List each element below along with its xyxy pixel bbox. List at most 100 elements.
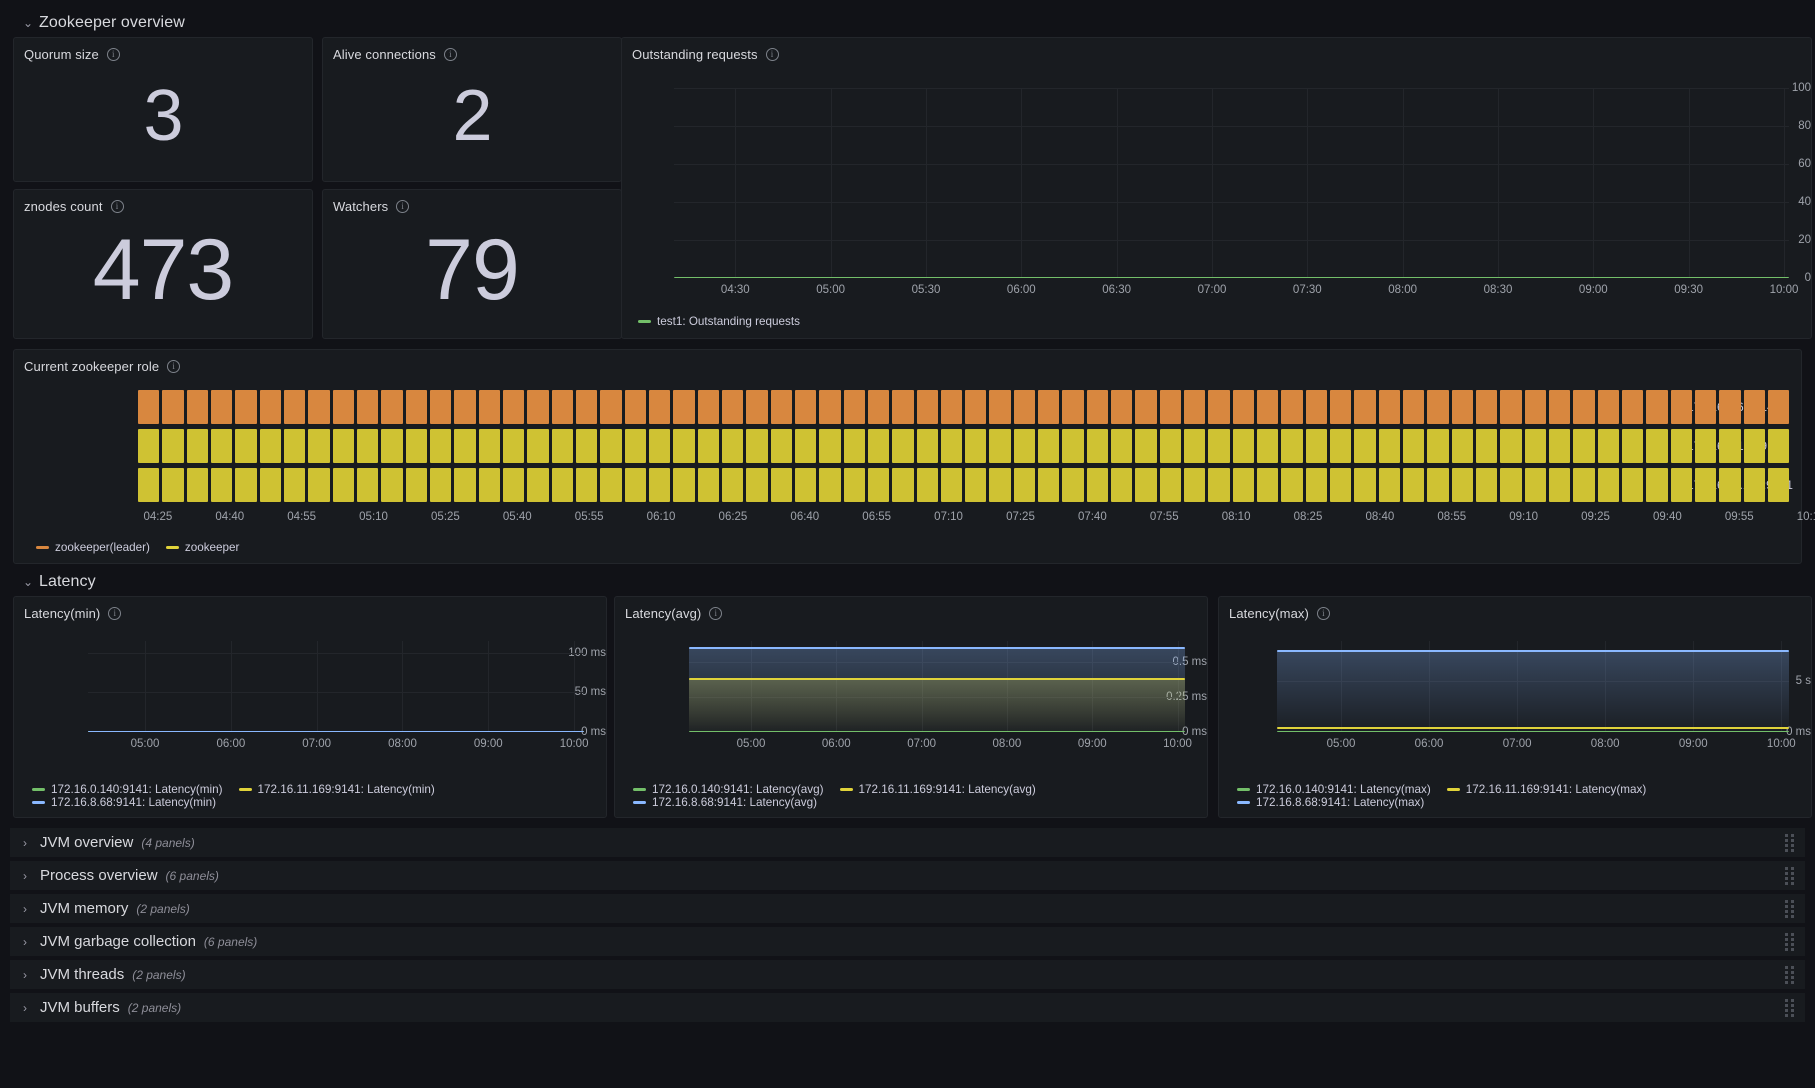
timeline-segment[interactable] xyxy=(819,390,841,424)
timeline-segment[interactable] xyxy=(575,390,598,424)
timeline-segment[interactable] xyxy=(673,429,695,463)
timeline-segment[interactable] xyxy=(186,390,208,424)
collapsed-row-jvm-garbage-collection[interactable]: ›JVM garbage collection(6 panels) xyxy=(10,927,1805,956)
timeline-segment[interactable] xyxy=(186,468,208,502)
timeline-segment[interactable] xyxy=(916,429,938,463)
timeline-segment[interactable] xyxy=(843,429,865,463)
timeline-segment[interactable] xyxy=(1038,429,1060,463)
timeline-segment[interactable] xyxy=(210,429,233,463)
timeline-segment[interactable] xyxy=(1500,429,1522,463)
timeline-segment[interactable] xyxy=(1208,429,1230,463)
timeline-segment[interactable] xyxy=(1427,468,1449,502)
timeline-segment[interactable] xyxy=(746,468,768,502)
timeline-segment[interactable] xyxy=(1695,390,1717,424)
timeline-segment[interactable] xyxy=(770,429,792,463)
timeline-segment[interactable] xyxy=(283,468,306,502)
timeline-segment[interactable] xyxy=(843,468,865,502)
timeline-segment[interactable] xyxy=(989,468,1011,502)
timeline-segment[interactable] xyxy=(356,468,379,502)
collapsed-row-jvm-buffers[interactable]: ›JVM buffers(2 panels) xyxy=(10,993,1805,1022)
timeline-segment[interactable] xyxy=(794,468,817,502)
legend-item[interactable]: 172.16.0.140:9141: Latency(avg) xyxy=(633,783,824,796)
legend-item[interactable]: 172.16.0.140:9141: Latency(min) xyxy=(32,783,223,796)
timeline-segment[interactable] xyxy=(1305,468,1328,502)
timeline-segment[interactable] xyxy=(1549,468,1571,502)
timeline-segment[interactable] xyxy=(624,468,646,502)
timeline-segment[interactable] xyxy=(210,390,233,424)
timeline-segment[interactable] xyxy=(1427,429,1449,463)
timeline-segment[interactable] xyxy=(332,390,354,424)
timeline-segment[interactable] xyxy=(892,390,914,424)
timeline-segment[interactable] xyxy=(1281,468,1303,502)
timeline-segment[interactable] xyxy=(259,429,281,463)
timeline-segment[interactable] xyxy=(1111,390,1133,424)
timeline-segment[interactable] xyxy=(892,429,914,463)
timeline-segment[interactable] xyxy=(235,468,257,502)
timeline-segment[interactable] xyxy=(648,390,671,424)
timeline-segment[interactable] xyxy=(1135,429,1157,463)
timeline-segment[interactable] xyxy=(551,390,573,424)
timeline-segment[interactable] xyxy=(551,429,573,463)
timeline-segment[interactable] xyxy=(1062,390,1084,424)
drag-handle-icon[interactable] xyxy=(1785,866,1794,885)
timeline-segment[interactable] xyxy=(283,429,306,463)
timeline-segment[interactable] xyxy=(1281,390,1303,424)
row-header-latency[interactable]: ⌄ Latency xyxy=(10,568,1805,596)
timeline-segment[interactable] xyxy=(989,390,1011,424)
drag-handle-icon[interactable] xyxy=(1785,932,1794,951)
timeline-segment[interactable] xyxy=(502,429,525,463)
timeline-segment[interactable] xyxy=(1451,429,1474,463)
timeline-segment[interactable] xyxy=(1403,390,1425,424)
timeline-segment[interactable] xyxy=(1767,468,1790,502)
timeline-segment[interactable] xyxy=(1549,390,1571,424)
timeline-segment[interactable] xyxy=(454,468,476,502)
timeline-segment[interactable] xyxy=(965,468,987,502)
timeline-segment[interactable] xyxy=(1743,429,1765,463)
timeline-segment[interactable] xyxy=(819,429,841,463)
legend-item[interactable]: 172.16.8.68:9141: Latency(avg) xyxy=(633,796,817,809)
timeline-segment[interactable] xyxy=(283,390,306,424)
timeline-segment[interactable] xyxy=(405,390,427,424)
drag-handle-icon[interactable] xyxy=(1785,965,1794,984)
timeline-segment[interactable] xyxy=(1670,468,1692,502)
timeline-segment[interactable] xyxy=(940,468,963,502)
timeline-segment[interactable] xyxy=(1232,429,1255,463)
info-icon[interactable]: i xyxy=(443,48,457,61)
timeline-segment[interactable] xyxy=(259,468,281,502)
timeline-segment[interactable] xyxy=(308,468,330,502)
timeline-segment[interactable] xyxy=(697,390,719,424)
timeline-segment[interactable] xyxy=(1257,390,1279,424)
legend-item[interactable]: 172.16.11.169:9141: Latency(max) xyxy=(1446,783,1646,796)
timeline-segment[interactable] xyxy=(1646,429,1668,463)
timeline-segment[interactable] xyxy=(1524,390,1547,424)
timeline-segment[interactable] xyxy=(1354,390,1376,424)
timeline-segment[interactable] xyxy=(1719,390,1741,424)
timeline-segment[interactable] xyxy=(1403,429,1425,463)
legend-item[interactable]: zookeeper xyxy=(165,541,239,554)
timeline-segment[interactable] xyxy=(478,390,500,424)
timeline-track[interactable] xyxy=(138,468,1790,502)
timeline-segment[interactable] xyxy=(1184,390,1206,424)
timeline-segment[interactable] xyxy=(308,429,330,463)
timeline-segment[interactable] xyxy=(138,429,160,463)
info-icon[interactable]: i xyxy=(1316,607,1330,620)
timeline-segment[interactable] xyxy=(1232,390,1255,424)
timeline-segment[interactable] xyxy=(138,468,160,502)
timeline-segment[interactable] xyxy=(940,429,963,463)
timeline-segment[interactable] xyxy=(1330,468,1352,502)
timeline-segment[interactable] xyxy=(1378,429,1401,463)
timeline-segment[interactable] xyxy=(843,390,865,424)
timeline-segment[interactable] xyxy=(210,468,233,502)
timeline-segment[interactable] xyxy=(1573,429,1595,463)
timeline-segment[interactable] xyxy=(1622,468,1644,502)
timeline-segment[interactable] xyxy=(162,468,184,502)
timeline-segment[interactable] xyxy=(1646,468,1668,502)
timeline-segment[interactable] xyxy=(1257,468,1279,502)
timeline-segment[interactable] xyxy=(867,468,890,502)
timeline-segment[interactable] xyxy=(1476,468,1498,502)
timeline-segment[interactable] xyxy=(1111,429,1133,463)
timeline-segment[interactable] xyxy=(1646,390,1668,424)
timeline-segment[interactable] xyxy=(429,429,452,463)
timeline-segment[interactable] xyxy=(1573,468,1595,502)
